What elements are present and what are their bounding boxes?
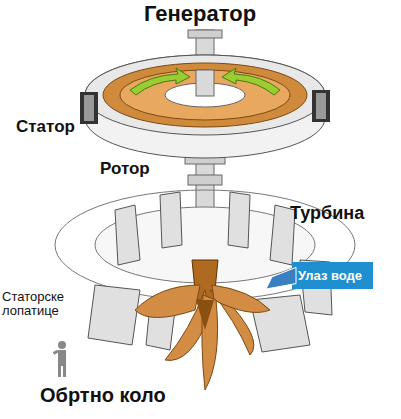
title-label: Генератор [144,2,256,26]
inlet-label: Улаз воде [298,268,363,283]
part-label: Ротор [100,160,150,179]
part-label: Статорске лопатице [2,290,94,319]
water-inlet-arrow: Улаз воде [262,262,373,289]
part-label: Турбина [290,204,364,224]
part-label: Обртно коло [40,384,166,406]
part-label: Статор [16,118,75,137]
